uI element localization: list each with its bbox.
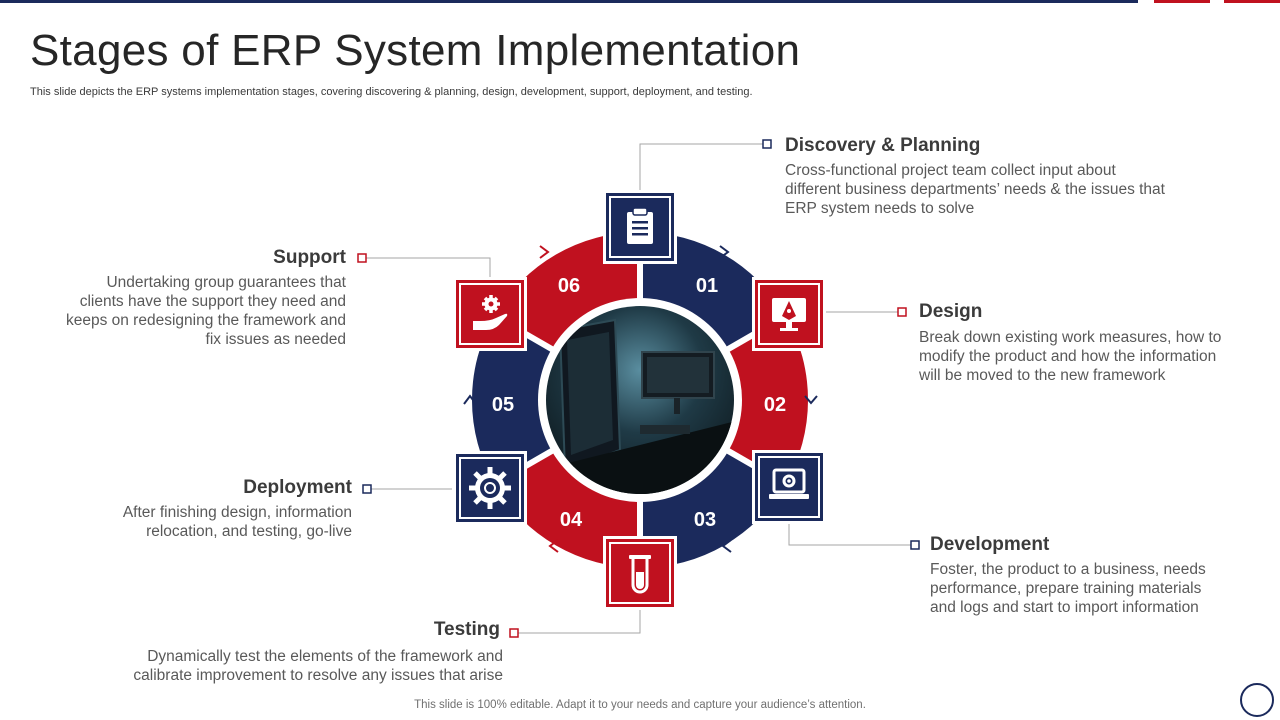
marker-square bbox=[897, 307, 907, 317]
stage-number-02: 02 bbox=[764, 394, 786, 416]
top-accent-red-1 bbox=[1154, 0, 1210, 3]
stage-number-03: 03 bbox=[694, 509, 716, 531]
stage-desc-development: Foster, the product to a business, needs… bbox=[930, 561, 1206, 616]
arrow-icon bbox=[539, 245, 550, 259]
segment-02 bbox=[717, 316, 809, 484]
stage-title-development: Development bbox=[930, 534, 1050, 555]
arrow-icon bbox=[463, 394, 477, 405]
segment-05 bbox=[471, 316, 563, 484]
stage-desc-testing: Dynamically test the elements of the fra… bbox=[133, 648, 503, 684]
stage-title-testing: Testing bbox=[433, 619, 500, 640]
marker-square bbox=[910, 540, 920, 550]
stage-desc-deployment: After finishing design, information relo… bbox=[122, 504, 352, 540]
stage-number-06: 06 bbox=[558, 275, 580, 297]
stage-desc-support: Undertaking group guarantees that client… bbox=[65, 274, 346, 348]
marker-square bbox=[762, 139, 772, 149]
direction-arrows bbox=[463, 245, 818, 553]
stage-title-design: Design bbox=[919, 301, 983, 322]
slide-footer: This slide is 100% editable. Adapt it to… bbox=[414, 699, 866, 711]
workstation-photo bbox=[546, 306, 734, 494]
corner-circle bbox=[1240, 683, 1274, 717]
top-accent-bar bbox=[0, 0, 1138, 3]
stage-title-discovery-planning: Discovery & Planning bbox=[785, 135, 981, 156]
stage-title-support: Support bbox=[273, 247, 346, 268]
icon-box-04 bbox=[603, 536, 677, 610]
icon-box-01 bbox=[603, 190, 677, 264]
stage-number-05: 05 bbox=[492, 394, 514, 416]
arrow-icon bbox=[804, 395, 818, 405]
icon-box-06 bbox=[453, 277, 527, 351]
clipboard-icon bbox=[627, 207, 653, 244]
arrow-icon bbox=[719, 245, 730, 259]
ring-segments bbox=[471, 232, 809, 568]
hand-gear-icon bbox=[473, 295, 508, 330]
icon-box-05 bbox=[453, 451, 527, 525]
slide-title: Stages of ERP System Implementation bbox=[30, 26, 801, 75]
arrow-icon bbox=[721, 539, 732, 553]
cog-icon bbox=[469, 467, 511, 509]
top-accent-red-2 bbox=[1224, 0, 1280, 3]
marker-square bbox=[357, 253, 367, 263]
stage-number-04: 04 bbox=[560, 509, 583, 531]
stage-number-01: 01 bbox=[696, 275, 718, 297]
arrow-icon bbox=[548, 539, 559, 553]
laptop-gear-icon bbox=[769, 468, 809, 499]
design-monitor-icon bbox=[772, 298, 806, 331]
stage-desc-discovery-planning: Cross-functional project team collect in… bbox=[785, 162, 1165, 217]
icon-box-03 bbox=[752, 450, 826, 524]
stage-title-deployment: Deployment bbox=[243, 477, 352, 498]
marker-square bbox=[362, 484, 372, 494]
icon-box-02 bbox=[752, 277, 826, 351]
marker-square bbox=[509, 628, 519, 638]
stage-desc-design: Break down existing work measures, how t… bbox=[919, 329, 1222, 384]
slide-subtitle: This slide depicts the ERP systems imple… bbox=[30, 86, 753, 98]
connector-lines bbox=[366, 143, 911, 634]
test-tube-icon bbox=[629, 555, 651, 594]
